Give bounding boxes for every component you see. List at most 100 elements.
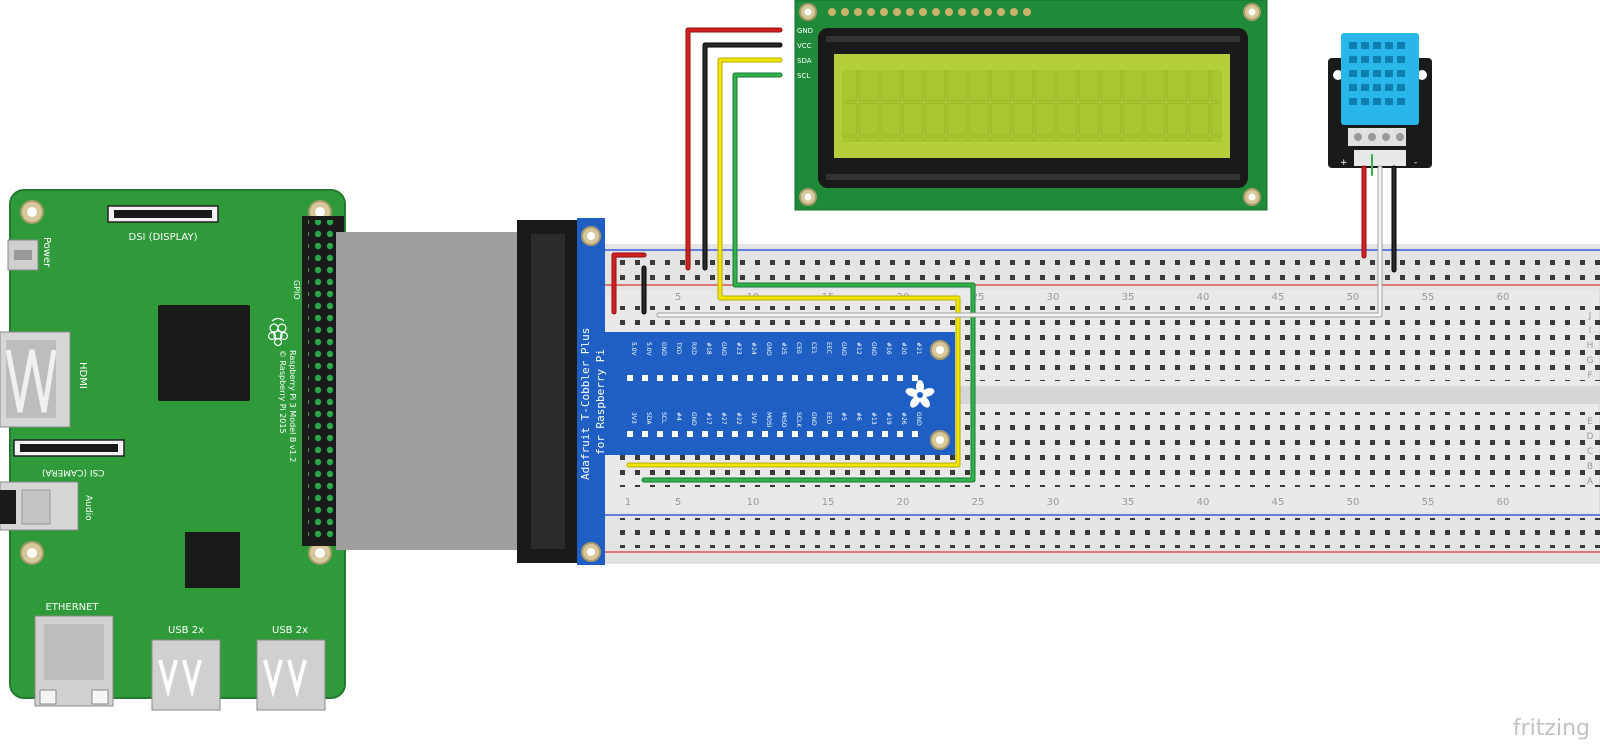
cobbler-pin-label: SCL — [660, 412, 667, 424]
cobbler-pin — [687, 431, 693, 437]
lcd-pin-label: VCC — [797, 42, 812, 50]
adafruit-logo-icon — [905, 380, 935, 408]
col-num: 45 — [1272, 497, 1285, 508]
t-cobbler-board: Adafruit T-Cobbler Plus for Raspberry Pi… — [577, 218, 955, 565]
row-letter: B — [1587, 462, 1593, 472]
cobbler-pin — [627, 431, 633, 437]
cobbler-pin — [657, 375, 663, 381]
csi-label: CSI (CAMERA) — [42, 467, 104, 477]
cobbler-pin-label: SCLK — [795, 412, 802, 428]
cobbler-pin — [867, 431, 873, 437]
usb2-label: USB 2x — [272, 625, 308, 636]
lcd-header-pin — [906, 8, 914, 16]
raspberry-logo — [267, 317, 289, 347]
usb-controller-chip — [185, 532, 240, 588]
col-num: 55 — [1422, 292, 1435, 303]
model-text-1: Raspberry Pi 3 Model B v1.2 — [288, 350, 297, 462]
col-num: 20 — [897, 497, 910, 508]
col-num: 25 — [972, 497, 985, 508]
cobbler-pin — [852, 431, 858, 437]
row-letter: I — [1589, 326, 1592, 336]
model-text-2: © Raspberry Pi 2015 — [278, 350, 287, 434]
col-num: 10 — [747, 497, 760, 508]
lcd-header-pin — [919, 8, 927, 16]
col-num: 30 — [1047, 292, 1060, 303]
power-label: Power — [41, 237, 52, 268]
dht11-sensor-module: + - — [1328, 33, 1432, 168]
cobbler-pin — [897, 431, 903, 437]
lcd-header-pin — [1023, 8, 1031, 16]
cobbler-pin — [672, 431, 678, 437]
cobbler-pin-label: #4 — [675, 412, 682, 421]
wire-lcd-vcc — [702, 42, 783, 271]
cobbler-pin-label: GND — [765, 342, 772, 356]
cobbler-pin-label: CE1 — [810, 342, 817, 354]
cobbler-pin-label: #20 — [900, 342, 907, 355]
cobbler-pin-label: #26 — [900, 412, 907, 425]
col-num: 30 — [1047, 497, 1060, 508]
cobbler-pin — [882, 431, 888, 437]
col-num: 5 — [675, 497, 681, 508]
col-num: 1 — [625, 497, 631, 508]
column-numbers-bottom: 1 5 10 15 20 25 30 35 40 45 50 55 60 — [625, 497, 1510, 508]
col-num: 5 — [675, 292, 681, 303]
hdmi-label: HDMI — [77, 362, 88, 389]
gpio-label: GPIO — [292, 280, 301, 300]
cobbler-pin — [792, 431, 798, 437]
lcd-header-pin — [971, 8, 979, 16]
cobbler-pin — [822, 431, 828, 437]
cobbler-pin — [792, 375, 798, 381]
cobbler-pin-label: RXD — [690, 342, 697, 355]
row-letter: C — [1587, 447, 1593, 457]
dht-plus-label: + — [1340, 158, 1348, 168]
cobbler-pin — [702, 375, 708, 381]
cobbler-pin-label: #22 — [735, 412, 742, 425]
cobbler-pin — [732, 375, 738, 381]
cobbler-pin — [852, 375, 858, 381]
cobbler-pin-label: #19 — [885, 412, 892, 425]
cobbler-pin-label: 5.0V — [630, 342, 637, 357]
cobbler-pin — [807, 431, 813, 437]
lcd-header-pin — [958, 8, 966, 16]
cobbler-pin — [687, 375, 693, 381]
row-letter: J — [1588, 311, 1592, 321]
cobbler-pin — [642, 375, 648, 381]
ethernet-label: ETHERNET — [45, 602, 99, 613]
col-num: 40 — [1197, 292, 1210, 303]
lcd-module: GND VCC SDA SCL — [794, 0, 1268, 211]
cobbler-pin-label: #6 — [855, 412, 862, 421]
cobbler-pin-label: #18 — [705, 342, 712, 355]
cobbler-pin — [732, 431, 738, 437]
dsi-label: DSI (DISPLAY) — [129, 232, 198, 243]
row-letter: H — [1587, 341, 1594, 351]
lcd-header-pin — [867, 8, 875, 16]
cobbler-pin-label: #16 — [885, 342, 892, 355]
row-letters: J I H G F E D C B A — [1587, 311, 1594, 487]
cobbler-pin — [717, 431, 723, 437]
cobbler-pin — [882, 375, 888, 381]
col-num: 15 — [822, 497, 835, 508]
cobbler-pin-label: #13 — [870, 412, 877, 425]
lcd-header-pin — [854, 8, 862, 16]
cobbler-pin — [747, 431, 753, 437]
cobbler-pin — [702, 431, 708, 437]
cobbler-pin — [912, 431, 918, 437]
cobbler-pin-label: MISO — [780, 412, 787, 428]
cobbler-pin-label: 3V3 — [750, 412, 757, 424]
row-letter: D — [1587, 432, 1594, 442]
lcd-header-pin — [997, 8, 1005, 16]
cobbler-pin-label: GND — [660, 342, 667, 356]
cobbler-pin-label: CE0 — [795, 342, 802, 354]
lcd-pin-label: GND — [797, 27, 813, 35]
col-num: 55 — [1422, 497, 1435, 508]
wires — [611, 27, 1397, 483]
cobbler-pin-label: GND — [915, 412, 922, 426]
cobbler-pin-label: SDA — [645, 412, 652, 425]
dht-minus-label: - — [1414, 158, 1417, 168]
fritzing-watermark: fritzing — [1513, 716, 1590, 741]
cobbler-pin-label: GND — [840, 342, 847, 356]
ribbon-cable — [336, 220, 577, 563]
cobbler-pin-label: GND — [870, 342, 877, 356]
cobbler-pin-label: EED — [825, 412, 832, 425]
